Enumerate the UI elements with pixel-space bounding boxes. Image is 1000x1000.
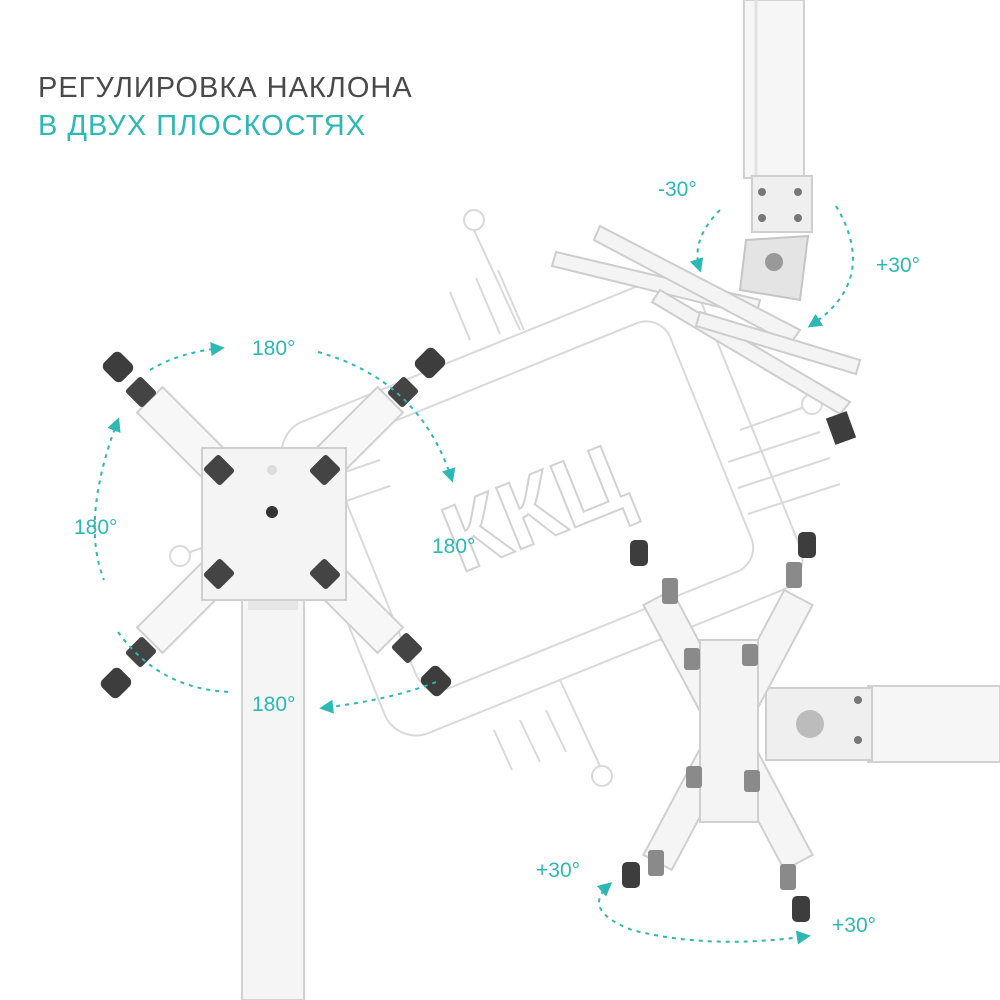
- angle-label-tilt-top-positive: +30°: [876, 254, 921, 277]
- angle-label-rotate-left: 180°: [74, 516, 118, 539]
- bottom-right-mount: [622, 532, 1000, 922]
- angle-label-tilt-bottom-left: +30°: [536, 859, 581, 882]
- angle-label-tilt-top-negative: -30°: [658, 178, 697, 201]
- angle-label-rotate-right: 180°: [432, 535, 476, 558]
- heading-line-1: РЕГУЛИРОВКА НАКЛОНА: [38, 72, 413, 104]
- angle-label-rotate-top: 180°: [252, 337, 296, 360]
- angle-label-tilt-bottom-right: +30°: [832, 914, 877, 937]
- heading-line-2: В ДВУХ ПЛОСКОСТЯХ: [38, 110, 367, 142]
- left-mount: [100, 347, 452, 1000]
- watermark-text: ККЦ: [428, 424, 642, 593]
- top-right-mount: [550, 0, 862, 445]
- angle-label-rotate-bottom: 180°: [252, 693, 296, 716]
- angle-arrows: [93, 205, 854, 945]
